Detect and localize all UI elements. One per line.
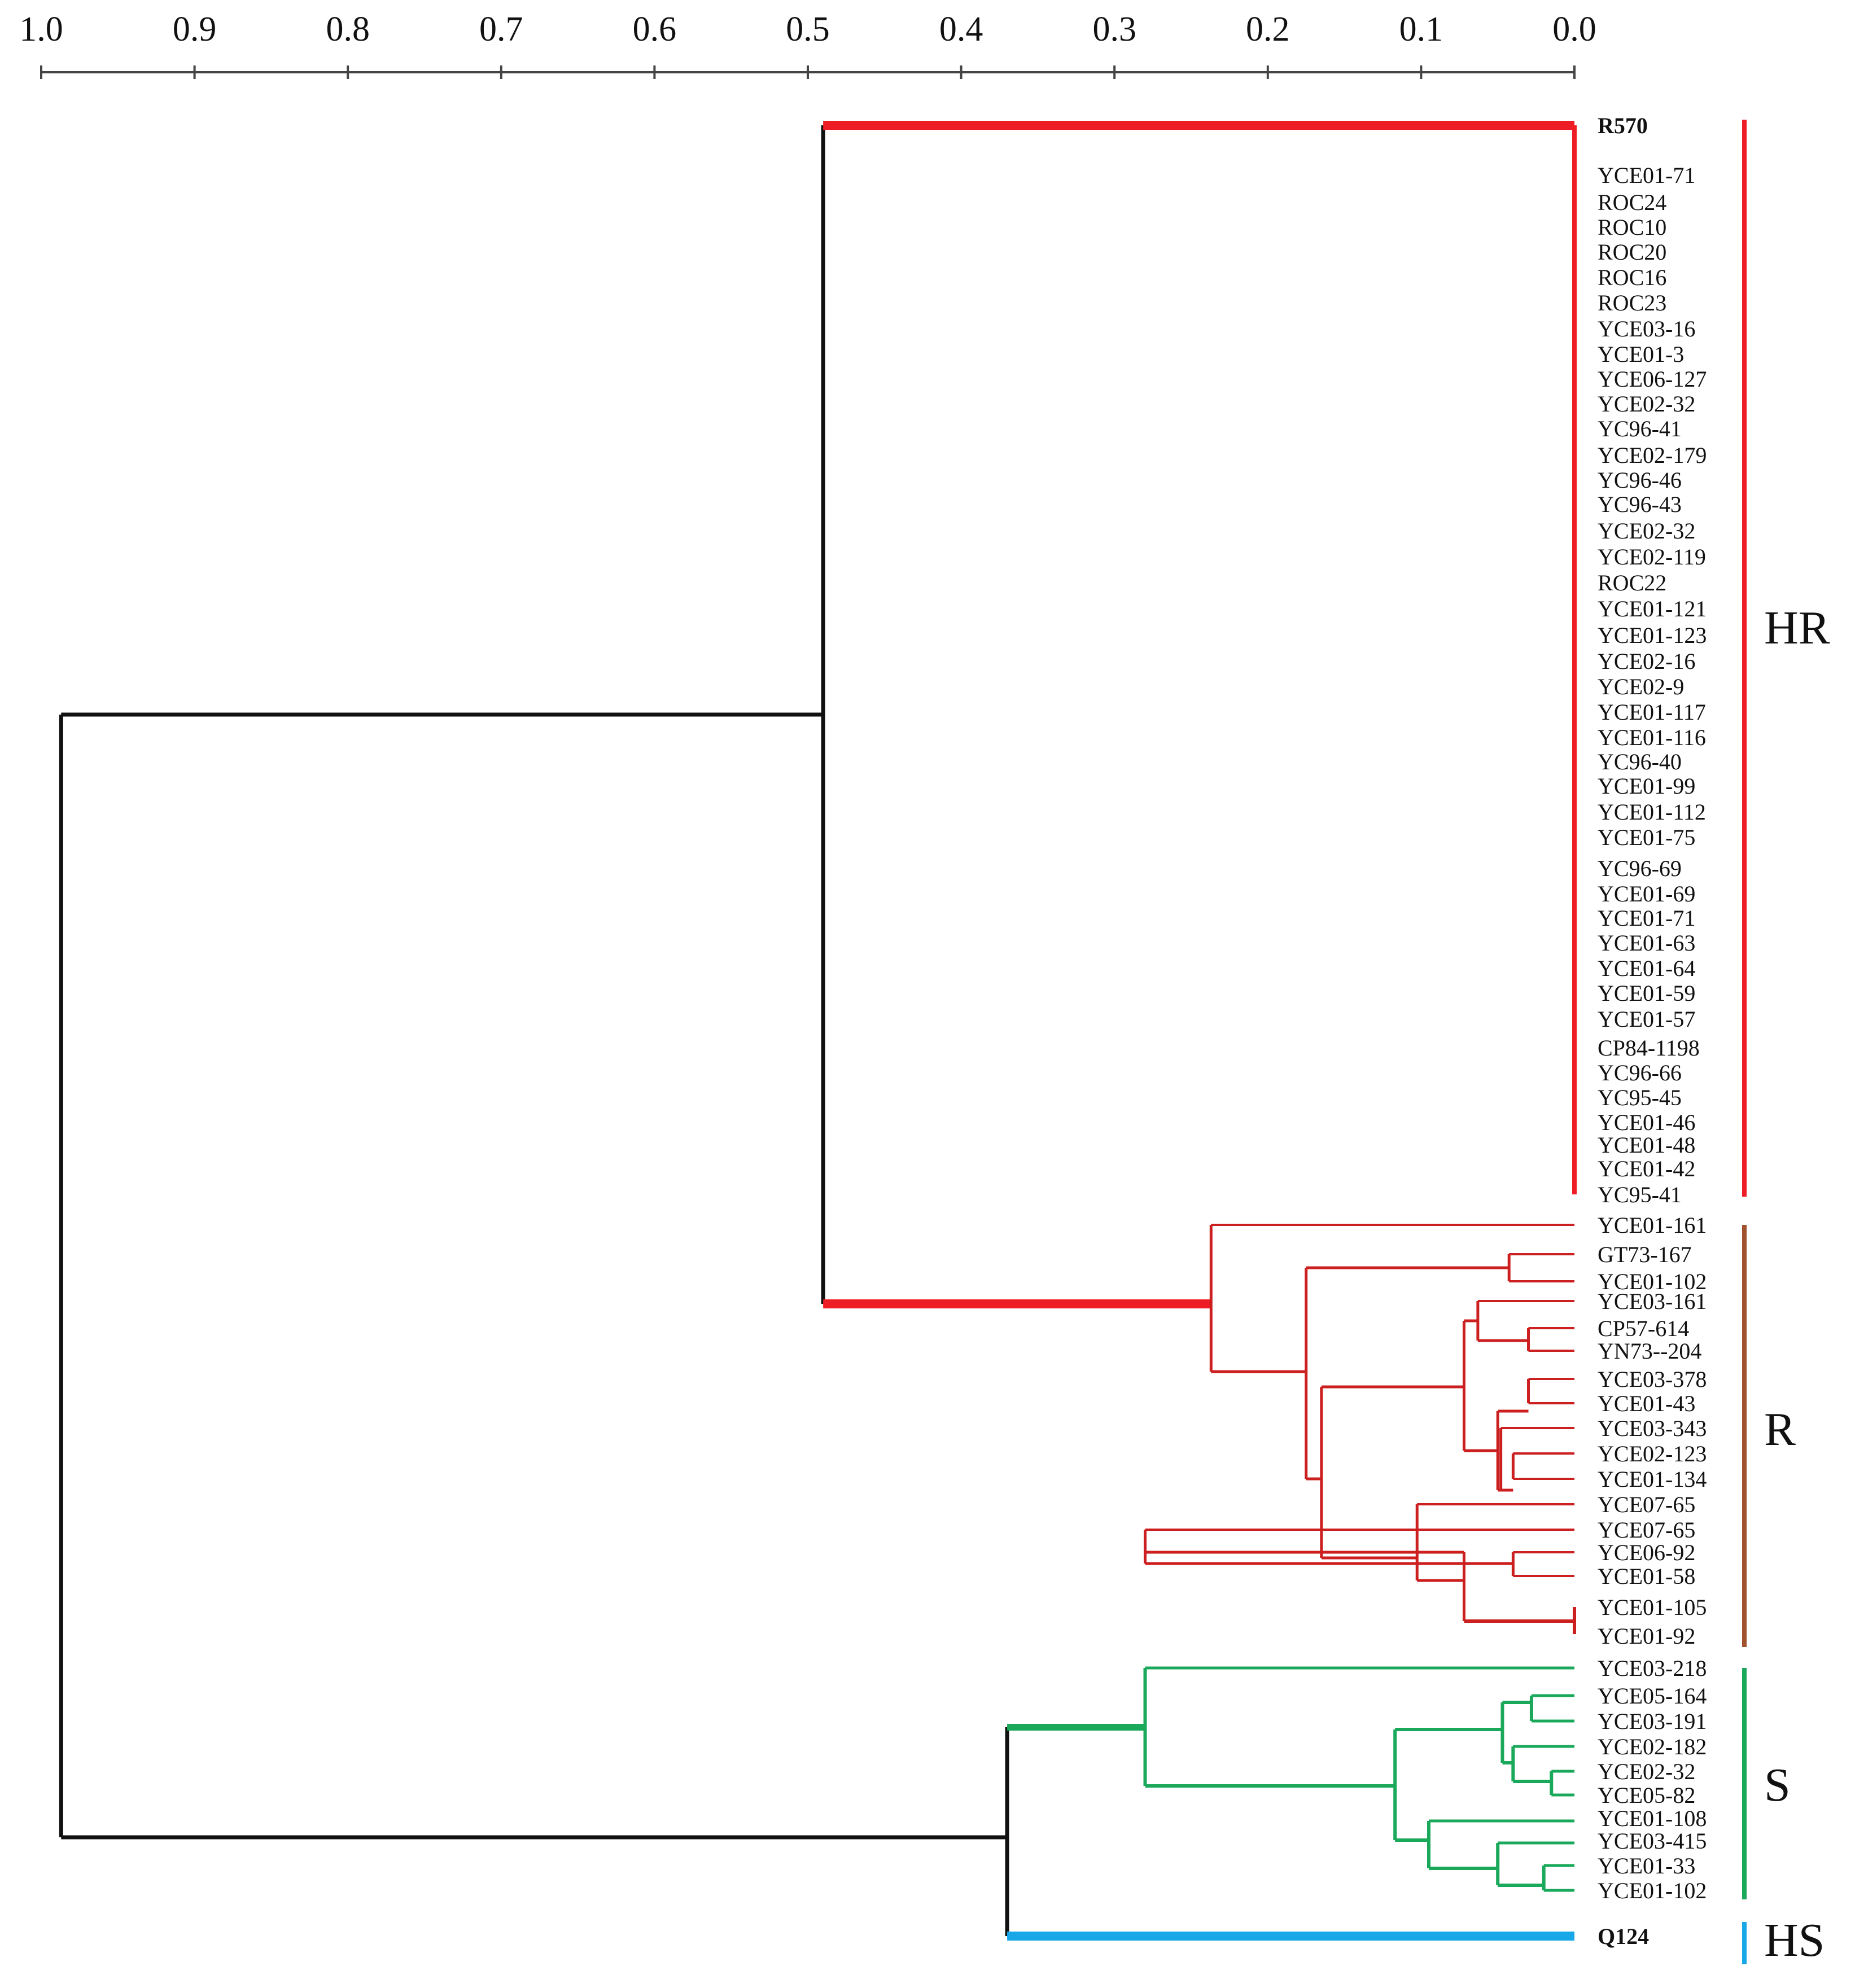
leaf-label: YCE03-16 bbox=[1598, 316, 1695, 341]
leaf-label: YCE06-92 bbox=[1598, 1540, 1695, 1565]
axis-tick-label: 1.0 bbox=[19, 10, 63, 49]
axis-tick-label: 0.7 bbox=[479, 10, 523, 49]
leaf-label: YCE03-218 bbox=[1598, 1656, 1707, 1681]
leaf-label: YCE01-108 bbox=[1598, 1806, 1707, 1831]
leaf-label: YN73--204 bbox=[1598, 1338, 1701, 1364]
axis-tick-label: 0.1 bbox=[1399, 10, 1443, 49]
leaf-label: CP84-1198 bbox=[1598, 1035, 1700, 1061]
axis-tick-label: 0.6 bbox=[633, 10, 677, 49]
leaf-label: YCE01-99 bbox=[1598, 773, 1695, 799]
leaf-label: YCE01-92 bbox=[1598, 1623, 1695, 1649]
group-label: S bbox=[1764, 1759, 1791, 1811]
leaf-label: YCE02-32 bbox=[1598, 518, 1695, 544]
leaf-label: YCE03-343 bbox=[1598, 1416, 1707, 1441]
leaf-label: YC96-41 bbox=[1598, 416, 1682, 441]
leaf-label: YC96-43 bbox=[1598, 492, 1682, 517]
leaf-label: YCE05-164 bbox=[1598, 1683, 1707, 1709]
leaf-label: YCE01-57 bbox=[1598, 1006, 1695, 1032]
leaf-label: YCE03-191 bbox=[1598, 1709, 1707, 1734]
leaf-label: YCE01-121 bbox=[1598, 596, 1707, 621]
leaf-label: YCE02-182 bbox=[1598, 1734, 1707, 1759]
leaf-label: YCE06-127 bbox=[1598, 366, 1707, 392]
leaf-label: YCE01-102 bbox=[1598, 1269, 1707, 1294]
leaf-label: YC96-69 bbox=[1598, 856, 1682, 881]
leaf-label: YC96-46 bbox=[1598, 467, 1682, 493]
leaf-label: Q124 bbox=[1598, 1924, 1649, 1949]
leaf-label: YCE02-32 bbox=[1598, 391, 1695, 417]
leaf-label: YCE01-105 bbox=[1598, 1595, 1707, 1620]
leaf-label: YCE01-59 bbox=[1598, 980, 1695, 1006]
leaf-label: R570 bbox=[1598, 113, 1648, 138]
leaf-label: YCE07-65 bbox=[1598, 1492, 1695, 1517]
leaf-label: YCE01-46 bbox=[1598, 1110, 1695, 1135]
leaf-label: YCE05-82 bbox=[1598, 1783, 1695, 1808]
leaf-label: YCE01-43 bbox=[1598, 1391, 1695, 1416]
leaf-label: YCE01-161 bbox=[1598, 1212, 1707, 1238]
leaf-label: YCE02-123 bbox=[1598, 1441, 1707, 1466]
leaf-label: YC96-66 bbox=[1598, 1060, 1682, 1085]
leaf-label: ROC16 bbox=[1598, 265, 1666, 290]
leaf-label: YCE03-378 bbox=[1598, 1367, 1707, 1392]
axis-tick-label: 0.4 bbox=[939, 10, 983, 49]
leaf-label: YCE02-179 bbox=[1598, 443, 1707, 468]
leaf-label: ROC10 bbox=[1598, 214, 1666, 240]
leaf-label: YC96-40 bbox=[1598, 749, 1682, 774]
leaf-label: YCE01-75 bbox=[1598, 825, 1695, 850]
leaf-label: YCE01-63 bbox=[1598, 930, 1695, 956]
leaf-label: ROC24 bbox=[1598, 190, 1666, 215]
leaf-label: YCE01-33 bbox=[1598, 1853, 1695, 1878]
group-label: R bbox=[1764, 1403, 1796, 1456]
leaf-label: YCE01-71 bbox=[1598, 905, 1695, 931]
leaf-label: YCE03-161 bbox=[1598, 1289, 1707, 1314]
leaf-label: YCE01-71 bbox=[1598, 163, 1695, 188]
axis-tick-label: 0.3 bbox=[1092, 10, 1136, 49]
leaf-label: YCE01-42 bbox=[1598, 1156, 1695, 1181]
leaf-label: ROC22 bbox=[1598, 570, 1666, 595]
leaf-label: YCE03-415 bbox=[1598, 1828, 1707, 1854]
axis-tick-label: 0.2 bbox=[1246, 10, 1290, 49]
axis-tick-label: 0.5 bbox=[786, 10, 830, 49]
axis-tick-label: 0.8 bbox=[326, 10, 370, 49]
leaf-label: YCE02-119 bbox=[1598, 544, 1706, 570]
axis-tick-label: 0.9 bbox=[173, 10, 217, 49]
leaf-label: YC95-41 bbox=[1598, 1182, 1682, 1207]
leaf-label: GT73-167 bbox=[1598, 1242, 1692, 1267]
leaf-label: YCE01-3 bbox=[1598, 341, 1684, 367]
leaf-label: YCE02-16 bbox=[1598, 649, 1695, 674]
leaf-label: YCE01-123 bbox=[1598, 623, 1707, 648]
leaf-label: YCE01-117 bbox=[1598, 699, 1706, 725]
leaf-label: YCE02-32 bbox=[1598, 1759, 1695, 1784]
leaf-label: ROC20 bbox=[1598, 239, 1666, 265]
leaf-label: YCE01-102 bbox=[1598, 1878, 1707, 1903]
leaf-label: YCE01-48 bbox=[1598, 1132, 1695, 1158]
leaf-label: YCE01-116 bbox=[1598, 725, 1706, 750]
leaf-label: YCE01-69 bbox=[1598, 881, 1695, 907]
leaf-label: CP57-614 bbox=[1598, 1316, 1689, 1341]
group-label: HR bbox=[1764, 602, 1830, 654]
leaf-label: YCE01-64 bbox=[1598, 956, 1695, 981]
leaf-label: ROC23 bbox=[1598, 290, 1666, 316]
leaf-label: YCE07-65 bbox=[1598, 1517, 1695, 1543]
group-label: HS bbox=[1764, 1914, 1825, 1967]
leaf-label: YCE01-112 bbox=[1598, 799, 1706, 825]
leaf-label: YCE01-58 bbox=[1598, 1564, 1695, 1589]
leaf-label: YCE02-9 bbox=[1598, 674, 1684, 699]
axis-tick-label: 0.0 bbox=[1552, 10, 1596, 49]
leaf-label: YC95-45 bbox=[1598, 1085, 1682, 1110]
leaf-label: YCE01-134 bbox=[1598, 1466, 1707, 1492]
